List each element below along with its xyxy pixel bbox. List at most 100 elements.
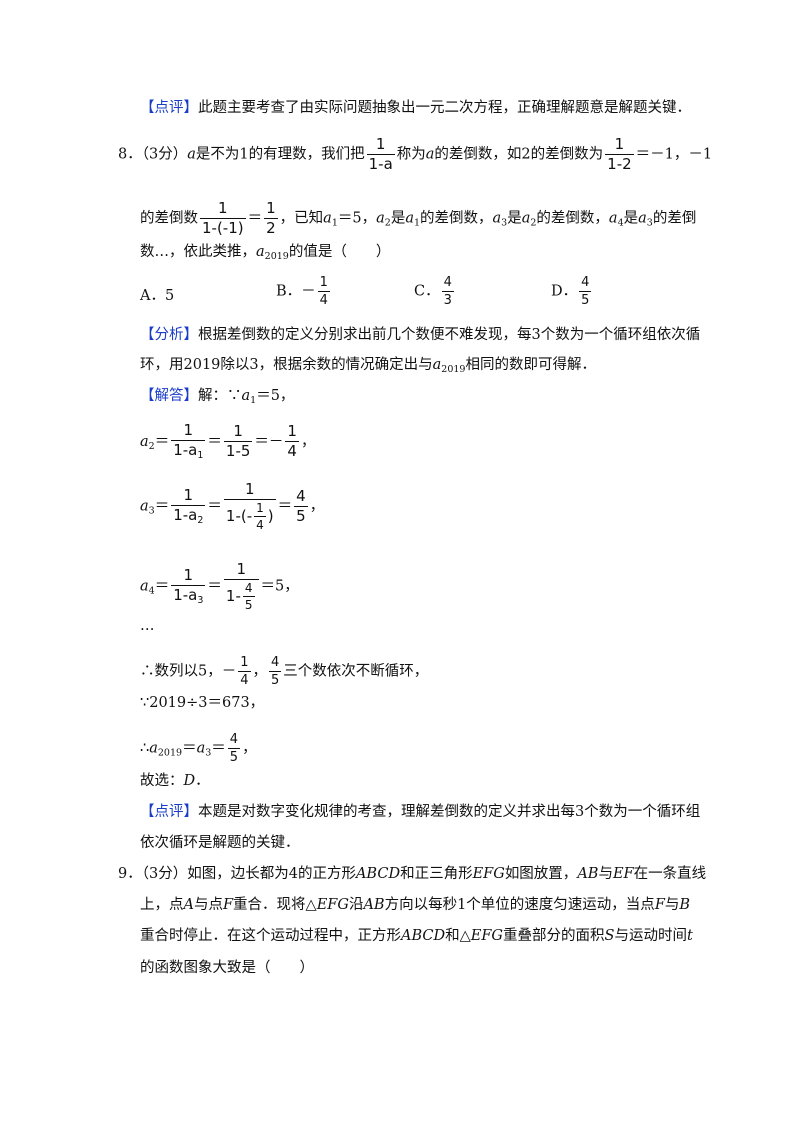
sub: 3 <box>501 217 508 229</box>
comment-tag: 【点评】 <box>140 100 198 116</box>
text: 重叠部分的面积 <box>503 928 605 944</box>
answer-division-line: ∵2019÷3＝673， <box>140 695 265 711</box>
text: 在一条直线 <box>633 866 707 882</box>
analysis-line2: 环，用2019除以3，根据余数的情况确定出与a2019相同的数即可得解． <box>140 355 596 380</box>
comment-text: 此题主要考查了由实际问题抽象出一元二次方程，正确理解题意是解题关键． <box>198 100 691 116</box>
den: 5 <box>294 506 308 525</box>
var: a <box>149 740 158 757</box>
text: 的差倒数， <box>420 210 493 227</box>
sub: 2019 <box>157 747 183 759</box>
q9-number: 9． <box>118 866 142 882</box>
num: 1 <box>183 421 194 439</box>
sub: 4 <box>617 217 624 229</box>
num: 1 <box>183 565 194 584</box>
text: 数…，依此类推， <box>140 244 256 260</box>
var: AB <box>577 866 599 882</box>
comment-tag: 【点评】 <box>140 804 198 820</box>
den-text: 1-(- <box>225 507 253 525</box>
var: a <box>140 498 149 515</box>
num: 4 <box>296 487 306 505</box>
sub: 2019 <box>441 364 466 375</box>
var: a <box>608 210 618 227</box>
text: 环，用2019除以3，根据余数的情况确定出与 <box>140 357 433 373</box>
sub: 1 <box>250 395 257 406</box>
analysis-tag: 【分析】 <box>140 327 198 343</box>
sub: 1 <box>197 450 204 461</box>
den: 1-a1 <box>171 440 206 461</box>
text: ＝ <box>247 210 263 227</box>
text: 的差倒数，如2的差倒数为 <box>434 146 604 163</box>
sub: 3 <box>646 217 653 229</box>
text: 与点 <box>193 897 223 913</box>
var: a <box>140 433 149 450</box>
var: A <box>183 897 194 913</box>
den: 3 <box>441 291 454 308</box>
den: 4 <box>317 291 330 308</box>
text: ＝ <box>154 578 170 595</box>
comment-line2: 依次循环是解题的关键． <box>140 835 300 851</box>
den: 5 <box>579 291 592 308</box>
var: S <box>604 928 615 944</box>
var: a <box>196 740 206 757</box>
text: ∴ <box>140 740 150 757</box>
text: 故选： <box>140 773 184 789</box>
text: 与 <box>664 897 680 913</box>
var: a <box>492 210 502 227</box>
text: ＝ <box>154 433 170 450</box>
var: ABCD <box>355 866 401 882</box>
text: 与 <box>598 866 613 882</box>
var: a <box>638 210 647 227</box>
text: ＝ <box>211 740 226 757</box>
text: ＝5， <box>260 578 299 595</box>
text: ＝－1，－1 <box>635 146 713 163</box>
sub: 2 <box>530 217 537 229</box>
var: F <box>222 897 234 913</box>
text: 三个数依次不断循环， <box>283 663 429 680</box>
q9-stem-line2: 上，点A与点F重合．现将△EFG沿AB方向以每秒1个单位的速度匀速运动，当点F与… <box>140 895 690 915</box>
den: 4 <box>254 516 266 532</box>
sub: 1 <box>413 217 421 229</box>
sub: 3 <box>148 505 155 517</box>
q9-stem-line4: 的函数图象大致是（ ） <box>140 960 314 976</box>
text: 和△ <box>445 928 471 944</box>
den: 1-a <box>366 154 395 173</box>
q9-score: （3分） <box>141 866 188 882</box>
option-a[interactable]: A．5 <box>140 284 174 305</box>
text: 沿 <box>348 897 364 913</box>
option-label: C． <box>414 283 440 300</box>
option-label: B． <box>276 283 302 300</box>
sub: 4 <box>148 585 155 597</box>
text: 相同的数即可得解． <box>465 357 596 373</box>
text: ＝ <box>207 498 222 515</box>
var: EFG <box>470 928 504 944</box>
top-comment: 【点评】此题主要考查了由实际问题抽象出一元二次方程，正确理解题意是解题关键． <box>140 98 691 118</box>
num: 1 <box>236 560 246 578</box>
sub: 2 <box>384 217 391 229</box>
den: 4 <box>285 441 299 461</box>
q8-number: 8． <box>118 146 142 163</box>
den: 5 <box>227 748 241 765</box>
var: t <box>686 928 693 944</box>
den: 1-2 <box>605 154 634 173</box>
num: 1 <box>240 655 249 670</box>
text: 本题是对数字变化规律的考查，理解差倒数的定义并求出每3个数为一个循环组 <box>198 804 701 820</box>
text: 是不为1的有理数，我们把 <box>195 146 365 163</box>
var: a <box>241 388 251 404</box>
num: 4 <box>244 581 253 595</box>
text: 是 <box>390 210 406 227</box>
sub: 2 <box>148 440 155 452</box>
var: F <box>654 897 665 913</box>
text: ∴数列以5，－ <box>140 663 237 680</box>
den-text: ) <box>267 507 274 525</box>
